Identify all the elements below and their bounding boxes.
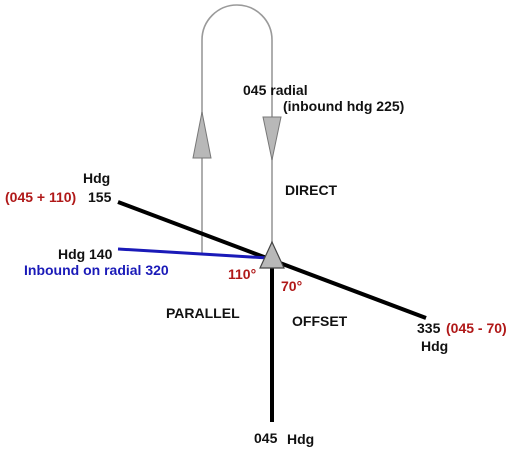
outbound-arrow bbox=[192, 111, 212, 159]
holding-pattern-outline bbox=[201, 4, 273, 255]
holding-fix-triangle bbox=[259, 240, 285, 269]
hdg-155-value: 155 bbox=[88, 189, 112, 205]
radial-045-label: 045 radial bbox=[243, 82, 308, 98]
inbound-radial-320-label: Inbound on radial 320 bbox=[24, 262, 169, 278]
hdg-140-word: Hdg bbox=[58, 246, 86, 262]
offset-sector-label: OFFSET bbox=[292, 313, 348, 329]
hdg-045-value: 045 bbox=[254, 430, 278, 446]
inbound-arrow bbox=[262, 116, 282, 161]
hdg-335-calc: (045 - 70) bbox=[446, 320, 507, 336]
hdg-335-word: Hdg bbox=[421, 338, 449, 354]
direct-sector-label: DIRECT bbox=[285, 182, 338, 198]
inbound-radial-320-line bbox=[117, 247, 269, 260]
hdg-335-value: 335 bbox=[417, 320, 441, 336]
parallel-sector-label: PARALLEL bbox=[166, 305, 240, 321]
hdg-155-word: Hdg bbox=[83, 170, 111, 186]
angle-70-label: 70° bbox=[281, 278, 303, 294]
inbound-hdg-225-label: (inbound hdg 225) bbox=[283, 98, 405, 114]
hdg-155-calc: (045 + 110) bbox=[5, 189, 77, 205]
hdg-045-word: Hdg bbox=[287, 431, 315, 447]
hdg-140-value: 140 bbox=[89, 246, 113, 262]
angle-110-label: 110° bbox=[228, 266, 257, 282]
